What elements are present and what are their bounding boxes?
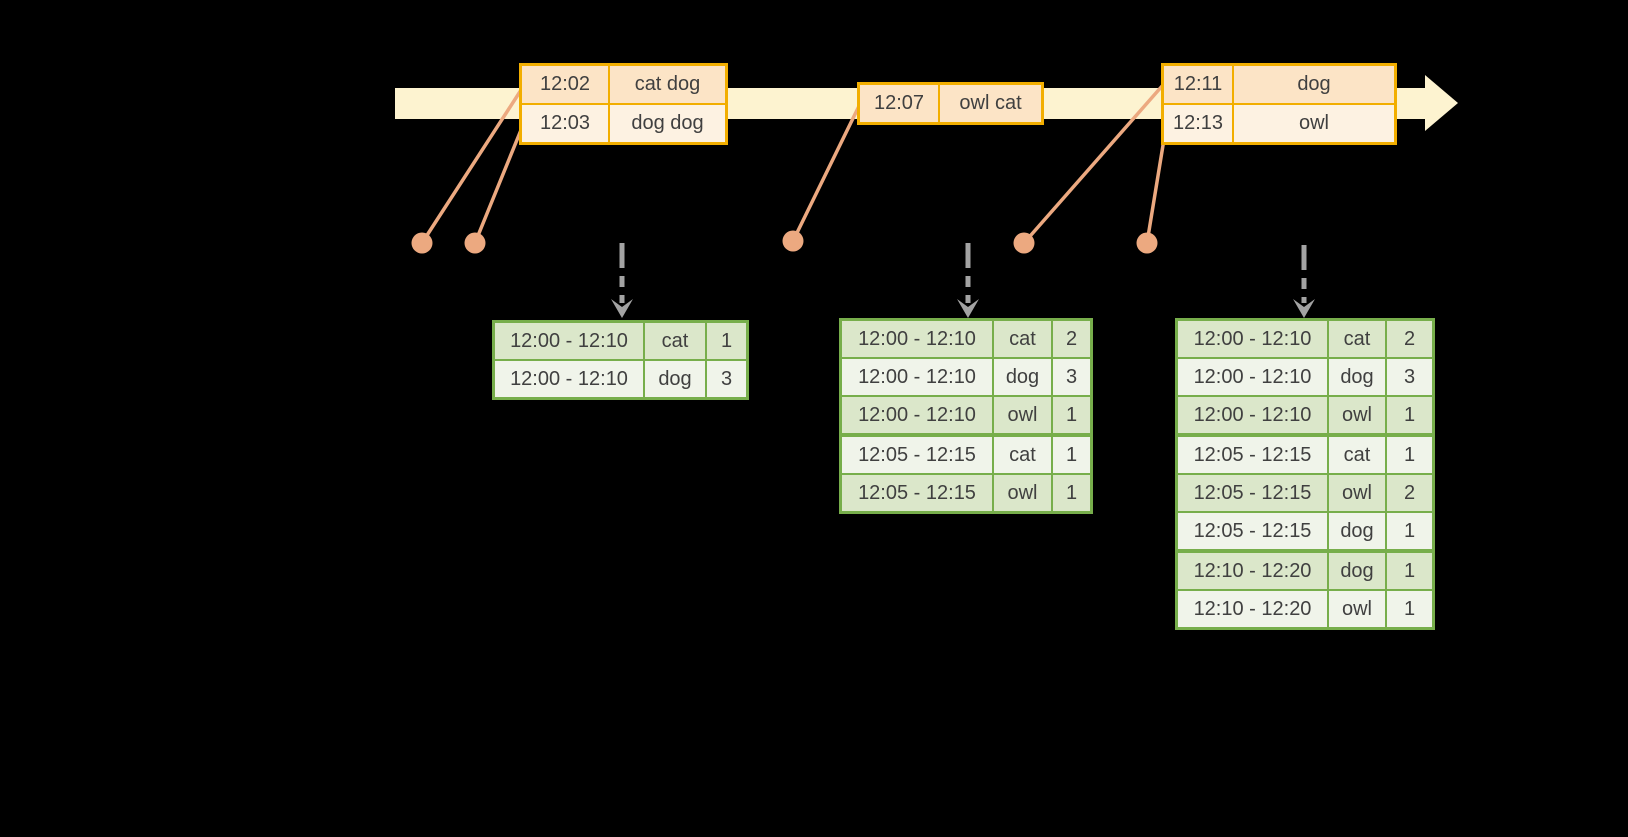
word-cell: owl: [992, 475, 1051, 511]
word-cell: dog: [1232, 66, 1394, 103]
time-cell: 12:03: [539, 112, 591, 134]
table-row: 12:11 dog: [1164, 66, 1394, 103]
count-cell: 1: [1051, 437, 1090, 473]
count-cell: 1: [1385, 437, 1432, 473]
table-row: 12:02 cat dog: [522, 66, 725, 103]
event-connector-lines: [420, 83, 1168, 245]
word-cell: dog: [992, 359, 1051, 395]
time-cell: 12:10 - 12:20: [1193, 598, 1312, 620]
time-cell: 12:00 - 12:10: [1193, 366, 1312, 388]
event-connector-line: [1145, 125, 1168, 245]
down-arrow-icon: [957, 299, 979, 318]
word-cell: dog: [1327, 553, 1385, 589]
word-cell: owl: [1232, 105, 1394, 142]
event-time-dot: [782, 230, 804, 252]
count-cell: 1: [1385, 591, 1432, 627]
word-cell: dog: [1327, 513, 1385, 549]
time-cell: 12:00 - 12:10: [858, 366, 976, 388]
down-arrow-icon: [611, 299, 633, 318]
word-cell: cat: [1327, 321, 1385, 357]
count-cell: 1: [705, 323, 746, 359]
word-cell: dog dog: [608, 105, 725, 142]
event-connector-line: [420, 85, 525, 245]
time-cell: 12:00 - 12:10: [858, 328, 976, 350]
word-cell: dog: [643, 361, 705, 397]
word-cell: cat: [992, 321, 1051, 357]
time-cell: 12:05 - 12:15: [858, 482, 976, 504]
event-table-2: 12:07 owl cat: [857, 82, 1044, 125]
word-cell: cat: [643, 323, 705, 359]
table-row: 12:03 dog dog: [522, 103, 725, 142]
time-cell: 12:00 - 12:10: [510, 330, 628, 352]
count-cell: 1: [1385, 397, 1432, 433]
event-connector-line: [791, 102, 862, 243]
count-cell: 2: [1385, 321, 1432, 357]
event-connector-line: [1022, 83, 1165, 245]
word-cell: cat: [992, 437, 1051, 473]
time-cell: 12:05 - 12:15: [1193, 520, 1312, 542]
count-cell: 3: [1385, 359, 1432, 395]
event-connector-line: [473, 128, 523, 245]
word-cell: owl cat: [938, 85, 1041, 122]
table-row: 12:13 owl: [1164, 103, 1394, 142]
word-cell: cat dog: [608, 66, 725, 103]
count-cell: 1: [1051, 397, 1090, 433]
word-cell: owl: [1327, 591, 1385, 627]
word-cell: dog: [1327, 359, 1385, 395]
time-cell: 12:13: [1172, 112, 1224, 134]
count-cell: 2: [1385, 475, 1432, 511]
trigger-arrows: [611, 243, 1315, 318]
event-time-dot: [1136, 232, 1158, 254]
word-cell: owl: [1327, 475, 1385, 511]
event-time-dot: [1013, 232, 1035, 254]
time-cell: 12:05 - 12:15: [1193, 444, 1312, 466]
count-cell: 1: [1051, 475, 1090, 511]
time-cell: 12:05 - 12:15: [1193, 482, 1312, 504]
event-table-3: 12:11 dog 12:13 owl: [1161, 63, 1397, 145]
time-cell: 12:00 - 12:10: [1193, 404, 1312, 426]
down-arrow-icon: [1293, 299, 1315, 318]
time-cell: 12:02: [539, 73, 591, 95]
count-cell: 1: [1385, 553, 1432, 589]
count-cell: 3: [1051, 359, 1090, 395]
time-cell: 12:10 - 12:20: [1193, 560, 1312, 582]
time-cell: 12:00 - 12:10: [858, 404, 976, 426]
word-cell: owl: [992, 397, 1051, 433]
count-cell: 1: [1385, 513, 1432, 549]
count-cell: 3: [705, 361, 746, 397]
event-time-dot: [464, 232, 486, 254]
time-cell: 12:00 - 12:10: [510, 368, 628, 390]
time-cell: 12:07: [873, 92, 925, 114]
event-table-1: 12:02 cat dog 12:03 dog dog: [519, 63, 728, 145]
timeline-arrowhead-icon: [1425, 75, 1458, 131]
word-cell: cat: [1327, 437, 1385, 473]
event-time-dots: [411, 230, 1158, 254]
time-cell: 12:00 - 12:10: [1193, 328, 1312, 350]
event-time-dot: [411, 232, 433, 254]
table-row: 12:07 owl cat: [860, 85, 1041, 122]
time-cell: 12:11: [1173, 73, 1223, 95]
time-cell: 12:05 - 12:15: [858, 444, 976, 466]
word-cell: owl: [1327, 397, 1385, 433]
count-cell: 2: [1051, 321, 1090, 357]
